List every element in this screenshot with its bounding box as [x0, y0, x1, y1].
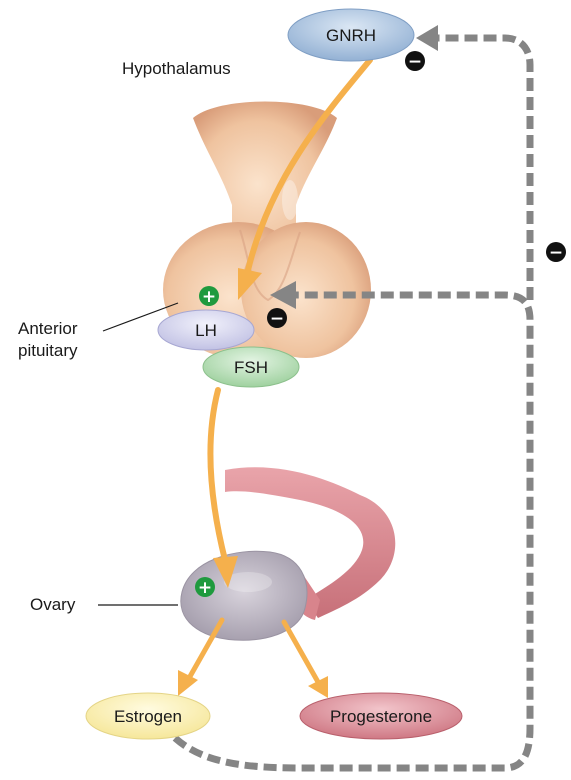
minus-sign-pituitary: − — [270, 309, 284, 329]
minus-sign-feedback: − — [549, 243, 563, 263]
gnrh-label: GNRH — [326, 26, 376, 45]
progesterone-node: Progesterone — [300, 693, 462, 739]
gnrh-node: GNRH — [288, 9, 414, 61]
lh-node: LH — [158, 310, 254, 350]
minus-badge-feedback: − — [546, 242, 566, 263]
estrogen-node: Estrogen — [86, 693, 210, 739]
plus-sign-ovary: + — [198, 578, 212, 598]
anterior-pituitary-label-line1: Anterior — [18, 319, 78, 338]
estrogen-label: Estrogen — [114, 707, 182, 726]
anterior-pituitary-label-line2: pituitary — [18, 341, 78, 360]
feedback-arrowhead-hypothalamus — [416, 25, 438, 51]
progesterone-label: Progesterone — [330, 707, 432, 726]
hypothalamus-label: Hypothalamus — [122, 59, 231, 78]
minus-badge-hypothalamus: − — [405, 51, 425, 72]
fsh-node: FSH — [203, 347, 299, 387]
minus-badge-pituitary: − — [267, 308, 287, 329]
plus-badge-pituitary: + — [199, 286, 219, 307]
plus-badge-ovary: + — [195, 577, 215, 598]
minus-sign-hypothalamus: − — [408, 52, 422, 72]
ovary-label: Ovary — [30, 595, 76, 614]
fsh-label: FSH — [234, 358, 268, 377]
plus-sign-pituitary: + — [202, 287, 216, 307]
lh-label: LH — [195, 321, 217, 340]
